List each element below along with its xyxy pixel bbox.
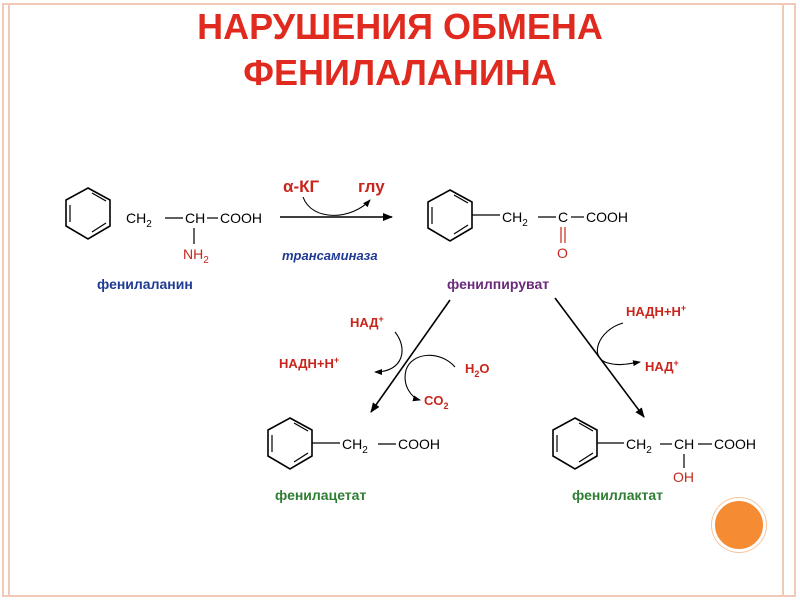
decarboxylation-step: НАД+ НАДН+Н+ H2O CO2 [279,299,490,413]
cofactor-curve-arrow [302,196,371,216]
phenylacetate-cooh: COOH [398,436,440,452]
phenylacetate-label: фенилацетат [275,487,366,503]
phenyllactate-label: фениллактат [572,487,663,503]
water-co2-curve-arrow [404,354,456,402]
transaminase-label: трансаминаза [282,248,378,263]
nadh-in-label: НАДН+Н+ [626,303,686,319]
alpha-kg-label: α-КГ [283,177,319,196]
nad-out-label: НАД+ [645,358,679,374]
phenylalanine-cooh: COOH [220,210,262,226]
phenyllactate-oh: OH [673,469,694,485]
nad-in-label: НАД+ [350,314,384,330]
benzene-ring-icon [267,417,313,470]
phenylpyruvate-structure: CH2 C COOH O фенилпируват [427,189,628,292]
benzene-ring-icon [427,189,473,242]
transamination-step: α-КГ глу трансаминаза [280,177,393,263]
nad-curve-arrow [374,331,403,375]
phenyllactate-ch: CH [674,436,694,452]
phenyllactate-ch2: CH2 [626,436,652,456]
phenyllactate-structure: CH2 CH COOH OH фениллактат [552,417,756,503]
phenylalanine-label: фенилаланин [97,276,193,292]
slide-frame-inner [8,3,784,597]
phenylacetate-structure: CH2 COOH фенилацетат [267,417,440,503]
phenylalanine-nh2: NH2 [183,246,209,266]
slide-frame-outer [2,3,796,597]
benzene-ring-icon [552,417,598,470]
phenylpyruvate-cooh: COOH [586,209,628,225]
co2-label: CO2 [424,393,449,411]
decarboxylation-arrow [370,299,451,413]
phenylpyruvate-c: C [558,209,568,225]
water-label: H2O [465,361,490,379]
phenylalanine-ch: CH [185,210,205,226]
slide-title-line-2: ФЕНИЛАЛАНИНА [243,52,557,93]
phenylacetate-ch2: CH2 [342,436,368,456]
slide-title-line-1: НАРУШЕНИЯ ОБМЕНА [197,6,603,47]
phenylalanine-structure: CH2 CH COOH NH2 фенилаланин [65,187,262,292]
phenylpyruvate-label: фенилпируват [447,276,549,292]
phenylalanine-ch2: CH2 [126,210,152,230]
orange-circle-decoration [712,498,766,552]
benzene-double-bonds [69,192,107,233]
phenylpyruvate-ch2: CH2 [502,209,528,229]
glu-label: глу [358,177,385,196]
benzene-ring-icon [65,187,111,240]
reduction-step: НАДН+Н+ НАД+ [554,297,686,418]
phenyllactate-cooh: COOH [714,436,756,452]
nadh-out-label: НАДН+Н+ [279,355,339,371]
phenylpyruvate-oxo: O [557,245,568,261]
nadh-curve-arrow [596,322,641,367]
